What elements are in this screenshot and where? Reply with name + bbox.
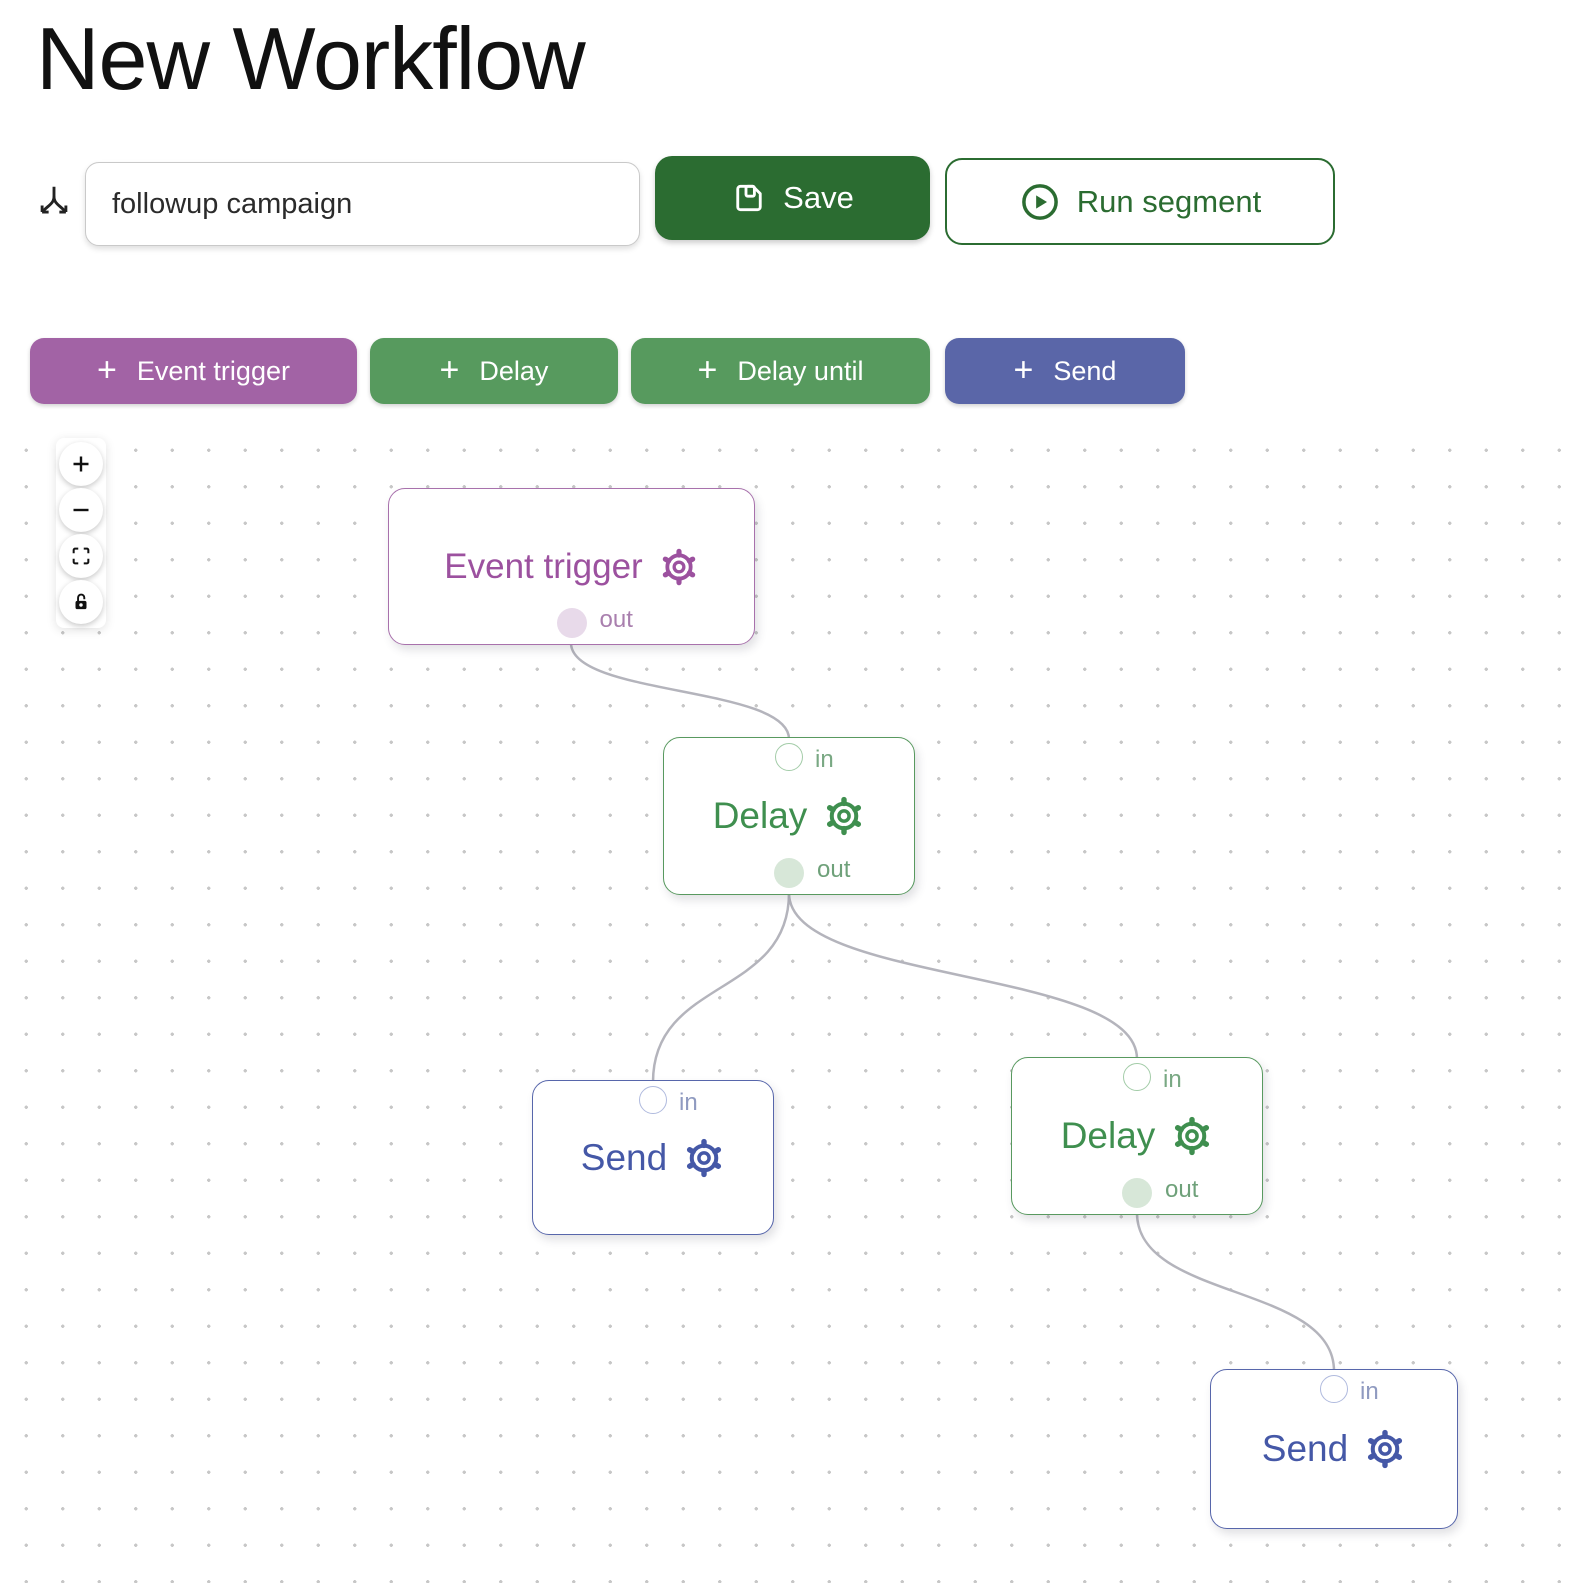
play-icon <box>1019 181 1061 223</box>
plus-icon: + <box>697 350 718 389</box>
save-button[interactable]: Save <box>655 156 930 240</box>
in-port-handle[interactable] <box>775 743 803 771</box>
node-label: Delay <box>1060 1115 1156 1156</box>
out-port-handle[interactable] <box>1122 1178 1152 1208</box>
add-delay-label: Delay <box>479 355 549 386</box>
node-label: Send <box>1261 1428 1349 1469</box>
add-send-label: Send <box>1053 355 1117 386</box>
in-port-handle[interactable] <box>1123 1063 1151 1091</box>
in-port-handle[interactable] <box>1320 1375 1348 1403</box>
split-branch-icon <box>28 176 80 232</box>
add-delay-until-button[interactable]: + Delay until <box>631 338 930 404</box>
add-event-trigger-button[interactable]: + Event trigger <box>30 338 357 404</box>
gear-icon[interactable] <box>683 1137 725 1179</box>
node-event-trigger[interactable]: Event trigger out <box>388 488 755 645</box>
lock-toggle-button[interactable] <box>59 580 103 624</box>
node-delay-2[interactable]: Delay in out <box>1011 1057 1263 1215</box>
node-label: Delay <box>712 795 808 836</box>
flow-canvas[interactable]: Event trigger out Delay in <box>0 420 1592 1583</box>
edge-delay-1-to-send-1[interactable] <box>651 892 791 1083</box>
add-delay-button[interactable]: + Delay <box>370 338 618 404</box>
in-port-label: in <box>1360 1378 1379 1405</box>
in-port-label: in <box>679 1089 698 1116</box>
add-event-trigger-label: Event trigger <box>136 355 290 386</box>
gear-icon[interactable] <box>659 547 699 587</box>
add-send-button[interactable]: + Send <box>945 338 1185 404</box>
save-icon <box>731 180 767 216</box>
node-label: Event trigger <box>444 546 643 586</box>
zoom-in-button[interactable] <box>59 442 103 486</box>
save-button-label: Save <box>783 180 854 215</box>
edge-delay-1-to-delay-2[interactable] <box>787 892 1139 1060</box>
plus-icon: + <box>439 350 460 389</box>
page-title: New Workflow <box>36 9 586 108</box>
out-port-label: out <box>817 856 851 883</box>
in-port-label: in <box>815 746 834 773</box>
zoom-out-button[interactable] <box>59 488 103 532</box>
node-delay-1[interactable]: Delay in out <box>663 737 915 895</box>
fit-view-icon <box>72 547 90 565</box>
run-segment-label: Run segment <box>1076 183 1262 219</box>
zoom-in-icon <box>73 456 89 472</box>
in-port-handle[interactable] <box>639 1086 667 1114</box>
out-port-handle[interactable] <box>774 858 804 888</box>
zoom-out-icon <box>73 508 89 512</box>
edge-event-trigger-to-delay-1[interactable] <box>569 642 791 740</box>
workflow-name-input[interactable] <box>85 162 640 246</box>
out-port-label: out <box>1165 1176 1199 1203</box>
edges-layer <box>569 642 1336 1372</box>
plus-icon: + <box>97 350 117 389</box>
edge-delay-2-to-send-2[interactable] <box>1135 1212 1336 1372</box>
in-port-label: in <box>1163 1066 1182 1093</box>
node-send-1[interactable]: Send in <box>532 1080 774 1235</box>
gear-icon[interactable] <box>1364 1428 1406 1470</box>
gear-icon[interactable] <box>823 795 865 837</box>
plus-icon: + <box>1013 350 1034 389</box>
unlock-icon <box>75 593 87 610</box>
out-port-handle[interactable] <box>556 608 587 638</box>
node-label: Send <box>580 1136 668 1178</box>
out-port-label: out <box>599 606 633 633</box>
run-segment-button[interactable]: Run segment <box>945 158 1335 245</box>
add-delay-until-label: Delay until <box>737 355 864 386</box>
gear-icon[interactable] <box>1171 1115 1213 1157</box>
canvas-controls <box>56 438 106 628</box>
node-send-2[interactable]: Send in <box>1210 1369 1458 1529</box>
fit-view-button[interactable] <box>59 534 103 578</box>
